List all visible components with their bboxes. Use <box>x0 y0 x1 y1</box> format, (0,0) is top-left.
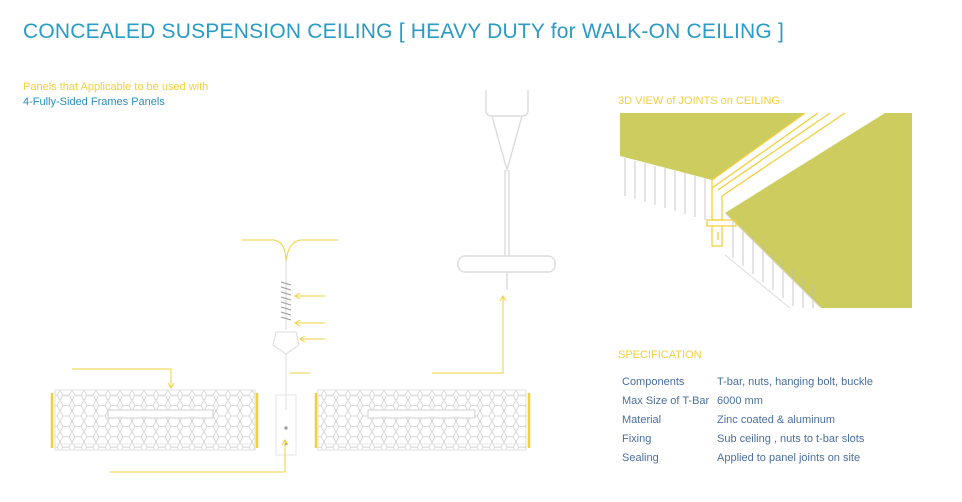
spec-table: Components T-bar, nuts, hanging bolt, bu… <box>622 372 873 467</box>
left-honeycomb-panel <box>50 389 259 451</box>
applicable-note: Panels that Applicable to be used with 4… <box>23 80 208 110</box>
spec-row: Sealing Applied to panel joints on site <box>622 448 873 467</box>
page-title: CONCEALED SUSPENSION CEILING [ HEAVY DUT… <box>23 20 784 43</box>
spec-row: Components T-bar, nuts, hanging bolt, bu… <box>622 372 873 391</box>
spec-row: Max Size of T-Bar 6000 mm <box>622 391 873 410</box>
spec-key: Sealing <box>622 451 659 464</box>
spec-value: Sub ceiling , nuts to t-bar slots <box>717 432 865 445</box>
spec-value: 6000 mm <box>717 394 763 407</box>
spec-value: Zinc coated & aluminum <box>717 413 835 426</box>
spec-key: Fixing <box>622 432 652 445</box>
spec-key: Components <box>622 375 685 388</box>
spec-row: Material Zinc coated & aluminum <box>622 410 873 429</box>
spec-key: Material <box>622 413 662 426</box>
spec-title: SPECIFICATION <box>618 349 702 361</box>
hanging-bolt-assembly <box>242 239 338 456</box>
3d-joint-view <box>620 112 912 309</box>
3d-view-label: 3D VIEW of JOINTS on CEILING <box>618 95 780 107</box>
spec-value: Applied to panel joints on site <box>717 451 861 464</box>
tbar-hanger <box>457 90 556 290</box>
applicable-line-2: 4-Fully-Sided Frames Panels <box>23 96 165 108</box>
spec-row: Fixing Sub ceiling , nuts to t-bar slots <box>622 429 873 448</box>
applicable-line-1: Panels that Applicable to be used with <box>23 81 209 93</box>
spec-key: Max Size of T-Bar <box>622 394 710 407</box>
callout-arrows <box>72 292 507 473</box>
spec-value: T-bar, nuts, hanging bolt, buckle <box>717 375 873 388</box>
right-honeycomb-panel <box>314 389 531 451</box>
